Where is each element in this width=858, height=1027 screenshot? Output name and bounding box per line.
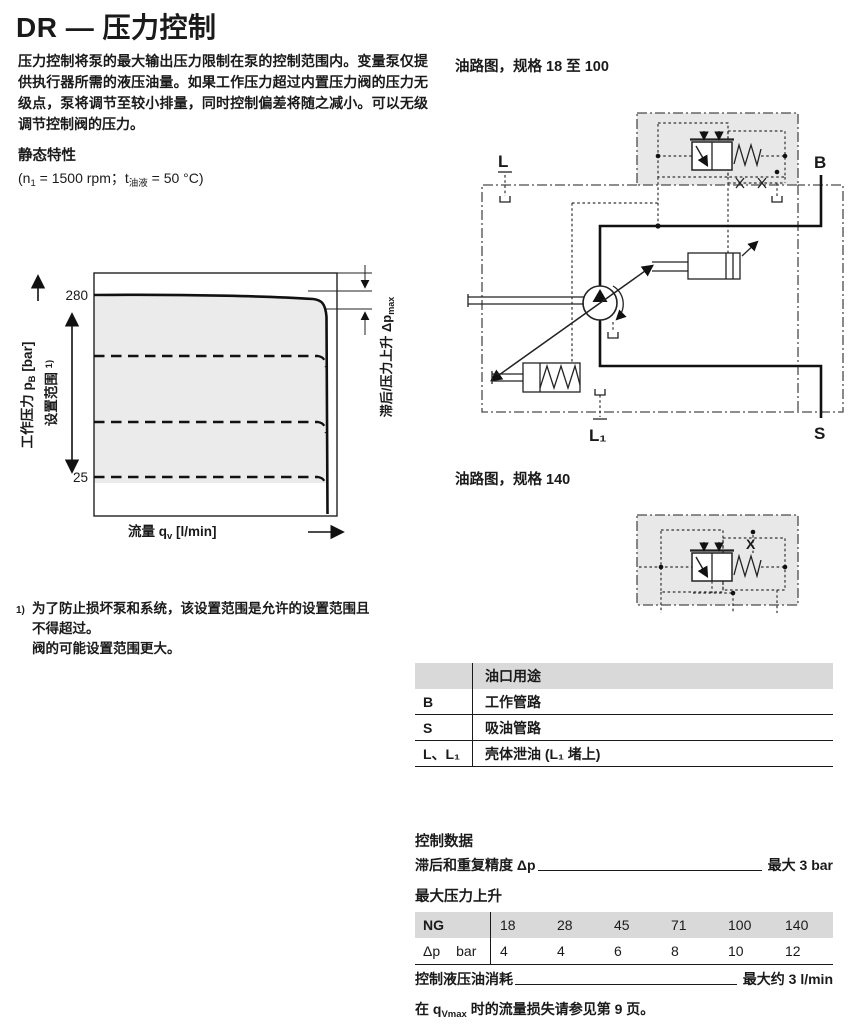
port-b-label: B xyxy=(814,153,826,172)
note-sub: Vmax xyxy=(441,1009,467,1020)
cond-pre: (n xyxy=(18,170,31,186)
junction-dot xyxy=(658,564,664,570)
max-pressure-curve xyxy=(93,293,329,515)
pressure-valve-symbol xyxy=(690,131,767,189)
stroking-cylinder xyxy=(652,240,759,280)
consumption-spec-line: 控制液压油消耗 最大约 3 l/min xyxy=(415,969,833,989)
junction-dot xyxy=(774,169,780,175)
drain-symbols xyxy=(498,171,783,420)
port-l-label: L xyxy=(498,152,508,171)
y-axis-label: 工作压力 pB [bar] xyxy=(19,342,38,449)
chart-frame xyxy=(93,272,338,517)
dp-value-cell: 10 xyxy=(728,943,744,959)
ports-table: 油口用途 B 工作管路 S 吸油管路 L、L₁ 壳体泄油 (L₁ 堵上) xyxy=(415,663,833,767)
cond-post: = 50 °C) xyxy=(147,170,204,186)
ng-size-cell: 45 xyxy=(614,917,630,933)
hysteresis-spec-line: 滞后和重复精度 Δp 最大 3 bar xyxy=(415,855,833,875)
pump-housing-boundary xyxy=(481,184,844,413)
table-row: B 工作管路 xyxy=(415,689,833,715)
circuit2-title: 油路图，规格 140 xyxy=(455,472,571,488)
dp-symbol: Δp xyxy=(423,943,441,959)
ports-table-corner-cell xyxy=(415,663,473,689)
y-tick-280: 280 xyxy=(65,288,88,303)
ng-header-row: NG 18 28 45 71 100 140 xyxy=(415,912,833,938)
junction-dot xyxy=(750,529,756,535)
pilot-lines xyxy=(639,529,786,613)
footnote-line: 阀的可能设置范围更大。 xyxy=(32,641,181,656)
hysteresis-rise-label: 滞后/压力上升 Δpmax xyxy=(379,297,396,418)
intro-paragraph: 压力控制将泵的最大输出压力限制在泵的控制范围内。变量泵仅提供执行器所需的液压油量… xyxy=(18,53,428,132)
port-x-label: X xyxy=(746,536,756,552)
dp-label-cell: Δp bar xyxy=(415,938,491,964)
dp-value-cell: 4 xyxy=(500,943,508,959)
ng-size-cell: 28 xyxy=(557,917,573,933)
dashed-setting-curves xyxy=(94,354,328,488)
cond-mid: = 1500 rpm；t xyxy=(35,170,129,186)
footnote-marker: 1) xyxy=(16,605,25,616)
port-cell: S xyxy=(415,715,473,740)
circuit-diagram-ng140: X xyxy=(636,514,799,613)
dp-values-row: Δp bar 4 4 6 8 10 12 xyxy=(415,938,833,965)
cond-t-sub: 油液 xyxy=(128,178,148,189)
consumption-label: 控制液压油消耗 xyxy=(415,971,513,987)
ng-label-cell: NG xyxy=(415,912,491,938)
ng-size-cell: 100 xyxy=(728,917,752,933)
pressure-rise-table: NG 18 28 45 71 100 140 Δp bar 4 4 6 8 10… xyxy=(415,912,833,965)
page-title: DR — 压力控制 xyxy=(16,12,217,43)
use-cell: 壳体泄油 (L₁ 堵上) xyxy=(485,745,601,762)
cond-n-sub: 1 xyxy=(30,178,36,189)
table-row: S 吸油管路 xyxy=(415,715,833,741)
note-post: 时的流量损失请参见第 9 页。 xyxy=(466,1001,655,1017)
control-data-heading: 控制数据 xyxy=(415,834,473,850)
port-s-label: S xyxy=(814,424,825,443)
pressure-valve-symbol xyxy=(690,542,762,582)
y-tick-25: 25 xyxy=(73,470,88,485)
ports-table-header-cell: 油口用途 xyxy=(485,668,541,684)
consumption-value: 最大约 3 l/min xyxy=(742,971,833,987)
junction-dot xyxy=(782,564,788,570)
port-cell: B xyxy=(415,689,473,714)
note-pre: 在 q xyxy=(415,1001,442,1017)
junction-dot xyxy=(655,153,661,159)
spring-cylinder xyxy=(491,362,581,393)
setting-range-label: 设置范围 1) xyxy=(43,360,59,426)
static-characteristics-chart: 280 25 工作压力 pB [bar] 设置范围 1) 流量 qv [l/mi… xyxy=(19,265,396,542)
static-characteristics-heading: 静态特性 xyxy=(18,148,76,164)
use-cell: 吸油管路 xyxy=(485,719,541,736)
ng-size-cell: 18 xyxy=(500,917,516,933)
dp-value-cell: 12 xyxy=(785,943,801,959)
x-axis-label: 流量 qv [l/min] xyxy=(128,523,217,542)
junction-dot xyxy=(782,153,788,159)
ng-size-cell: 71 xyxy=(671,917,687,933)
circuit-diagram-ng18-100: L B L₁ S xyxy=(467,112,844,445)
dp-unit: bar xyxy=(456,943,477,959)
footnote-text: 为了防止损坏泵和系统，该设置范围是允许的设置范围且 不得超过。 阀的可能设置范围… xyxy=(32,599,370,659)
footnote: 1) 为了防止损坏泵和系统，该设置范围是允许的设置范围且 不得超过。 阀的可能设… xyxy=(16,599,420,659)
table-row: L、L₁ 壳体泄油 (L₁ 堵上) xyxy=(415,741,833,767)
junction-dot xyxy=(730,590,736,596)
test-conditions: (n1 = 1500 rpm；t油液 = 50 °C) xyxy=(18,168,204,189)
leader-line xyxy=(537,870,762,871)
use-cell: 工作管路 xyxy=(485,693,541,710)
working-lines xyxy=(598,175,823,418)
circuit1-title: 油路图，规格 18 至 100 xyxy=(455,59,609,75)
leader-line xyxy=(515,984,737,985)
ng-size-cell: 140 xyxy=(785,917,809,933)
dp-value-cell: 4 xyxy=(557,943,565,959)
port-cell: L、L₁ xyxy=(415,741,473,766)
hysteresis-value: 最大 3 bar xyxy=(767,857,833,873)
port-l1-label: L₁ xyxy=(589,426,606,445)
ports-table-header-row: 油口用途 xyxy=(415,663,833,689)
pressure-rise-heading: 最大压力上升 xyxy=(415,889,502,905)
flow-loss-note: 在 qVmax 时的流量损失请参见第 9 页。 xyxy=(415,999,654,1020)
setting-range-shading xyxy=(94,296,327,483)
dpmax-dimension xyxy=(308,265,372,335)
dp-value-cell: 6 xyxy=(614,943,622,959)
variable-pump-symbol xyxy=(467,264,654,382)
footnote-line: 为了防止损坏泵和系统，该设置范围是允许的设置范围且 xyxy=(32,601,370,616)
hysteresis-label: 滞后和重复精度 Δp xyxy=(415,857,536,873)
junction-dot xyxy=(655,223,661,229)
dp-value-cell: 8 xyxy=(671,943,679,959)
footnote-line: 不得超过。 xyxy=(32,621,100,636)
